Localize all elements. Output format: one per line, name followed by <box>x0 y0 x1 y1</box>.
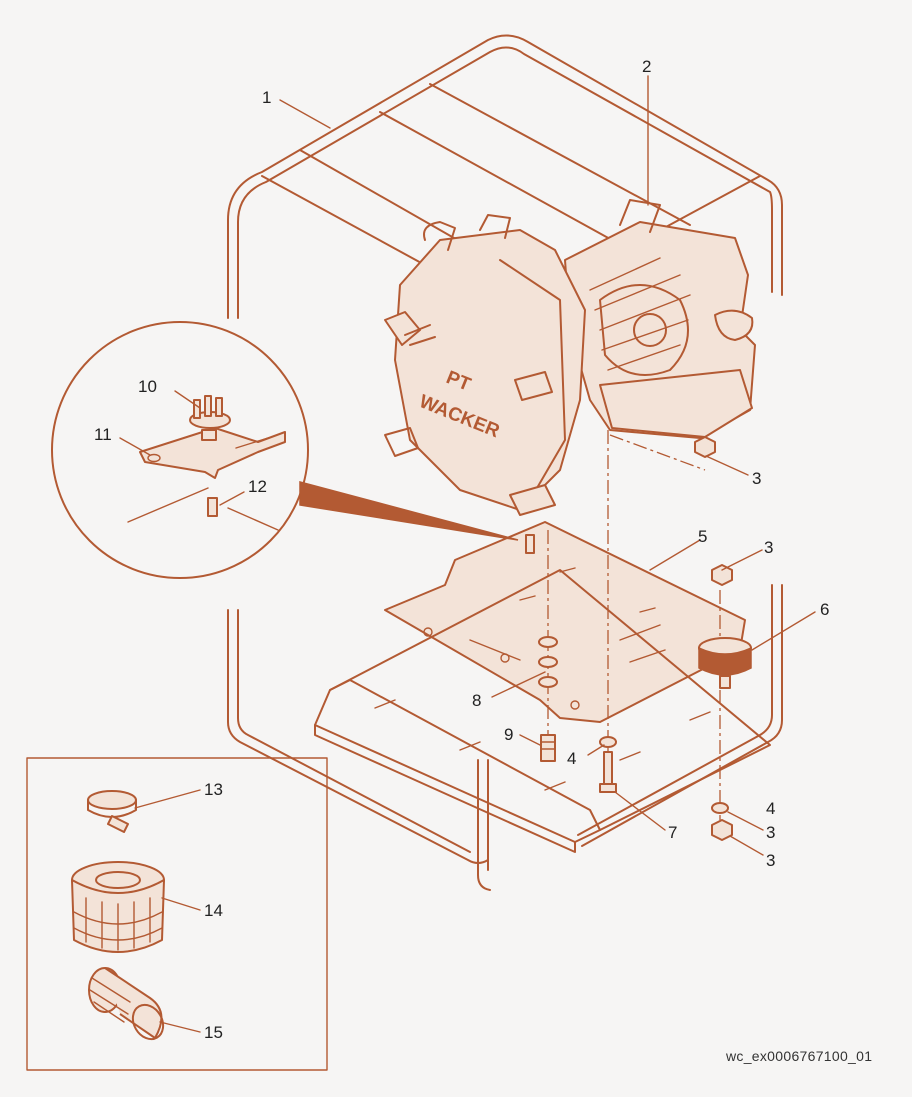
callout-3-mid: 3 <box>764 538 773 557</box>
detail-inset <box>51 321 519 579</box>
strainer <box>71 861 165 953</box>
callout-15: 15 <box>204 1023 223 1042</box>
washer-4-right <box>711 802 729 814</box>
alignment-line-top <box>609 434 706 471</box>
vibration-mount <box>698 637 752 689</box>
reference-code: wc_ex0006767100_01 <box>726 1048 873 1064</box>
callout-12: 12 <box>248 477 267 496</box>
pump-housing: PT WACKER <box>384 214 586 516</box>
callout-9: 9 <box>504 725 513 744</box>
callout-8: 8 <box>472 691 481 710</box>
hex-nut-mid <box>711 564 733 586</box>
callout-3-bottom: 3 <box>766 851 775 870</box>
callout-1: 1 <box>262 88 271 107</box>
callout-10: 10 <box>138 377 157 396</box>
bottom-skid <box>314 569 771 853</box>
callout-3-upper: 3 <box>752 469 761 488</box>
callout-7: 7 <box>668 823 677 842</box>
callout-5: 5 <box>698 527 707 546</box>
hose-adapter <box>88 967 165 1041</box>
accessory-box <box>26 757 328 1071</box>
washer-stack <box>538 636 558 688</box>
callout-2: 2 <box>642 57 651 76</box>
hex-nut-upper <box>694 436 716 458</box>
bolt-7 <box>599 751 617 793</box>
bolt-9 <box>540 734 556 762</box>
stud-12-main <box>525 534 535 554</box>
callout-13: 13 <box>204 780 223 799</box>
callout-labels: 1 2 3 3 3 3 4 4 5 6 7 8 9 10 11 12 13 14… <box>94 57 829 1042</box>
hex-nut-lower <box>711 819 733 841</box>
callout-14: 14 <box>204 901 223 920</box>
leader-lines <box>119 75 816 1033</box>
callout-6: 6 <box>820 600 829 619</box>
hose-clamp <box>87 790 137 833</box>
callout-11: 11 <box>94 425 112 444</box>
base-plate <box>384 521 746 723</box>
engine-assembly <box>564 199 756 439</box>
callout-3-lower: 3 <box>766 823 775 842</box>
callout-4-right: 4 <box>766 799 775 818</box>
callout-4-left: 4 <box>567 749 576 768</box>
